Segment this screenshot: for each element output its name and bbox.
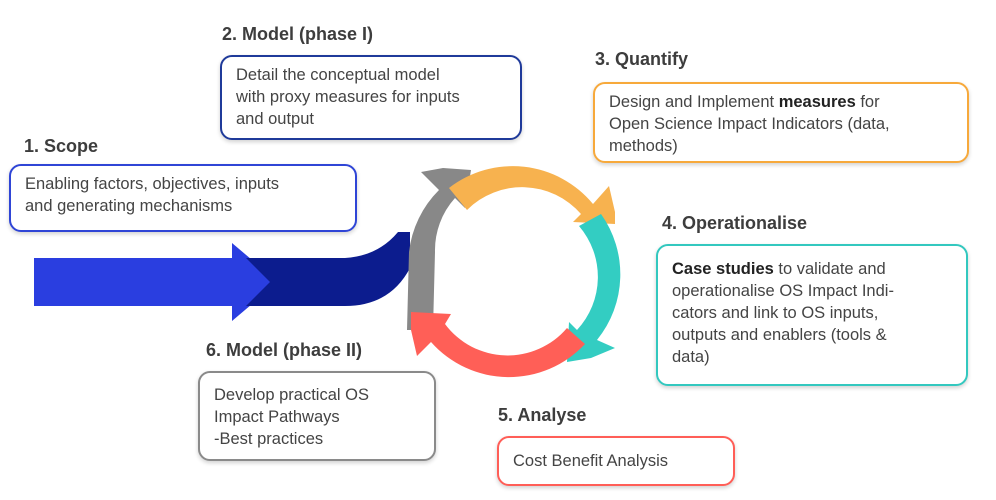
step3-line1-post: for	[855, 93, 880, 111]
step1-line2: and generating mechanisms	[25, 197, 233, 215]
input-arrow-dark	[246, 232, 410, 306]
step2-box: Detail the conceptual model with proxy m…	[220, 55, 522, 140]
step6-line1: Develop practical OS	[214, 386, 369, 404]
step1-line1: Enabling factors, objectives, inputs	[25, 175, 280, 193]
step3-line1: Design and Implement measures for	[609, 91, 953, 113]
step4-box: Case studies to validate and operational…	[656, 244, 968, 386]
step6-box: Develop practical OS Impact Pathways -Be…	[198, 371, 436, 461]
input-arrow	[34, 232, 410, 321]
step5-box: Cost Benefit Analysis	[497, 436, 735, 486]
step2-line1: Detail the conceptual model	[236, 66, 440, 84]
step4-line3: cators and link to OS inputs,	[672, 304, 879, 322]
step5-line1: Cost Benefit Analysis	[513, 452, 668, 470]
step6-line3: -Best practices	[214, 430, 324, 448]
step3-heading: 3. Quantify	[595, 49, 689, 69]
step4-line1-bold: Case studies	[672, 260, 774, 278]
step3-line2: Open Science Impact Indicators (data,	[609, 115, 890, 133]
step2-line3: and output	[236, 110, 314, 128]
step3-line1-pre: Design and Implement	[609, 93, 779, 111]
step5-heading: 5. Analyse	[498, 405, 587, 425]
cycle-arrows	[407, 166, 621, 378]
input-arrow-light	[34, 243, 278, 321]
step2-line2: with proxy measures for inputs	[236, 88, 460, 106]
cycle-arrow-model2	[407, 168, 471, 330]
step3-line3: methods)	[609, 137, 678, 155]
step2-heading: 2. Model (phase I)	[222, 24, 374, 44]
cycle-arrow-analyse	[411, 312, 585, 378]
step4-heading: 4. Operationalise	[662, 213, 808, 233]
step6-line2: Impact Pathways	[214, 408, 340, 426]
step4-line2: operationalise OS Impact Indi-	[672, 282, 894, 300]
step6-heading: 6. Model (phase II)	[206, 340, 363, 360]
step4-line1-post: to validate and	[773, 260, 886, 278]
step1-heading: 1. Scope	[24, 136, 99, 156]
step3-line1-bold: measures	[778, 93, 856, 111]
step4-line5: data)	[672, 348, 710, 366]
cycle-arrow-operationalise	[567, 214, 621, 362]
step4-line4: outputs and enablers (tools &	[672, 326, 887, 344]
step3-box: Design and Implement measures for Open S…	[593, 82, 969, 163]
cycle-arrow-quantify	[449, 166, 615, 224]
step4-line1: Case studies to validate and	[672, 258, 952, 280]
step1-box: Enabling factors, objectives, inputs and…	[9, 164, 357, 232]
